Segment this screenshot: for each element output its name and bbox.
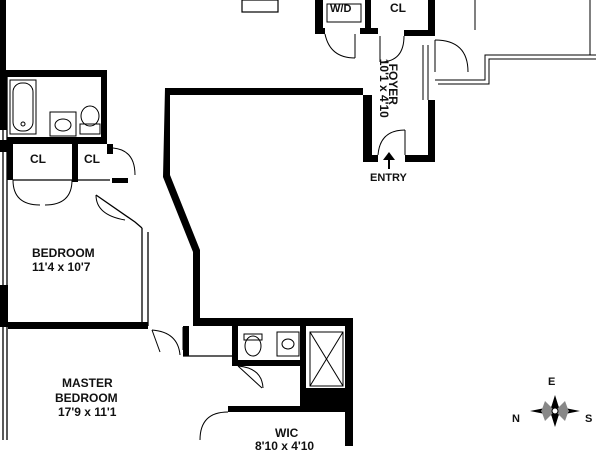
cl-right-label: CL (84, 152, 100, 166)
master-door (151, 327, 184, 356)
wic-name-label: WIC (275, 426, 299, 440)
top-fixture (241, 0, 279, 13)
central-wall-bottom (193, 318, 353, 326)
master-dim-label: 17'9 x 11'1 (58, 405, 117, 419)
wic-right-wall (345, 318, 353, 446)
bath-walls (7, 70, 107, 144)
wic-dim-label: 8'10 x 4'10 (255, 439, 315, 453)
central-wall (163, 88, 372, 320)
bathtub (9, 79, 37, 135)
bedroom-name-label: BEDROOM (32, 246, 95, 260)
wic-top-wall (228, 406, 345, 412)
foyer-dim-label: 10'1 x 4'10 (376, 58, 391, 118)
compass-icon (530, 395, 580, 427)
balcony (435, 0, 596, 85)
compass-south-label: S (585, 413, 593, 425)
bath-toilet (79, 105, 101, 135)
entry-arrow-icon (383, 152, 395, 169)
foyer-walls (315, 0, 469, 162)
compass-north-label: N (512, 413, 520, 425)
closet-doors (12, 147, 136, 206)
cl-top-label: CL (390, 1, 406, 15)
master-name2-label: BEDROOM (55, 391, 118, 405)
wd-label: W/D (330, 3, 352, 15)
closet-walls (7, 144, 113, 182)
entry-label: ENTRY (370, 172, 407, 184)
left-exterior-wall (0, 0, 8, 440)
lower-bath (199, 326, 345, 441)
bedroom-dim-label: 11'4 x 10'7 (32, 260, 91, 274)
master-wall (183, 326, 189, 356)
bedroom-walls (8, 178, 149, 329)
cl-left-label: CL (30, 152, 46, 166)
master-name-label: MASTER (62, 376, 113, 390)
bath-sink (49, 111, 77, 137)
compass-east-label: E (548, 376, 556, 388)
